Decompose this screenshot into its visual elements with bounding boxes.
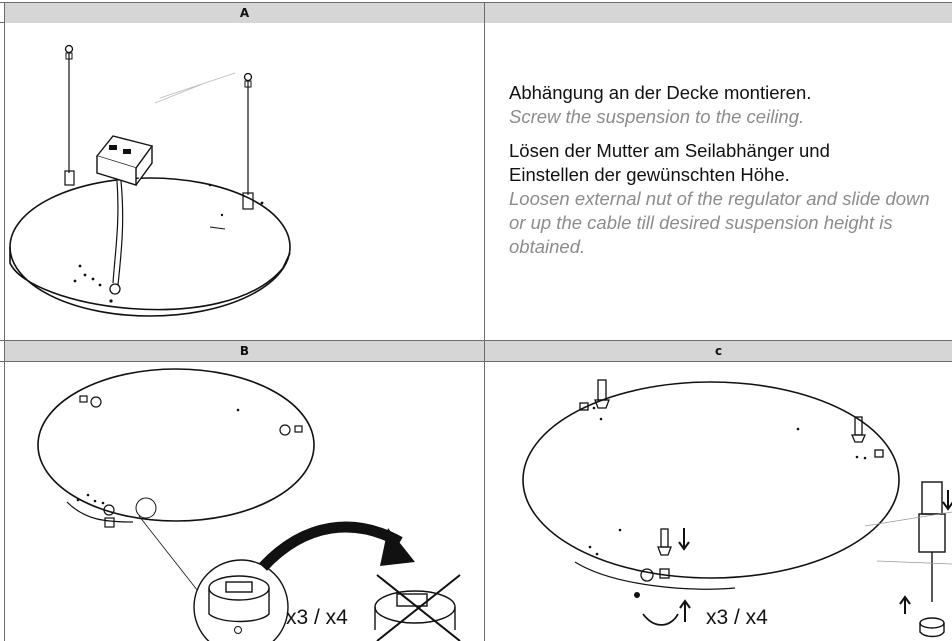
panel-b-header: B xyxy=(5,341,484,361)
grid-line-middle xyxy=(0,340,952,341)
grid-line-top xyxy=(0,2,952,3)
step2-german: Lösen der Mutter am Seilabhänger und Ein… xyxy=(509,140,830,185)
panel-c-count-label: x3 / x4 xyxy=(706,606,768,629)
step1-english: Screw the suspension to the ceiling. xyxy=(509,106,805,127)
panel-a-header: A xyxy=(5,3,484,23)
instruction-text: Abhängung an der Decke montieren. Screw … xyxy=(509,81,949,259)
panel-a-illustration xyxy=(5,23,484,340)
step1-german: Abhängung an der Decke montieren. xyxy=(509,82,812,103)
step2-english: Loosen external nut of the regulator and… xyxy=(509,188,930,257)
panel-b-illustration: x3 / x4 xyxy=(5,362,484,641)
grid-line-left xyxy=(4,2,5,641)
grid-line-center xyxy=(484,2,485,641)
panel-c-header: c xyxy=(485,341,952,361)
panel-a-text-header xyxy=(485,3,952,23)
panel-b-count-label: x3 / x4 xyxy=(286,606,348,629)
panel-c-illustration: x3 / x4 xyxy=(485,362,952,641)
grid-line-header-b xyxy=(0,361,952,362)
